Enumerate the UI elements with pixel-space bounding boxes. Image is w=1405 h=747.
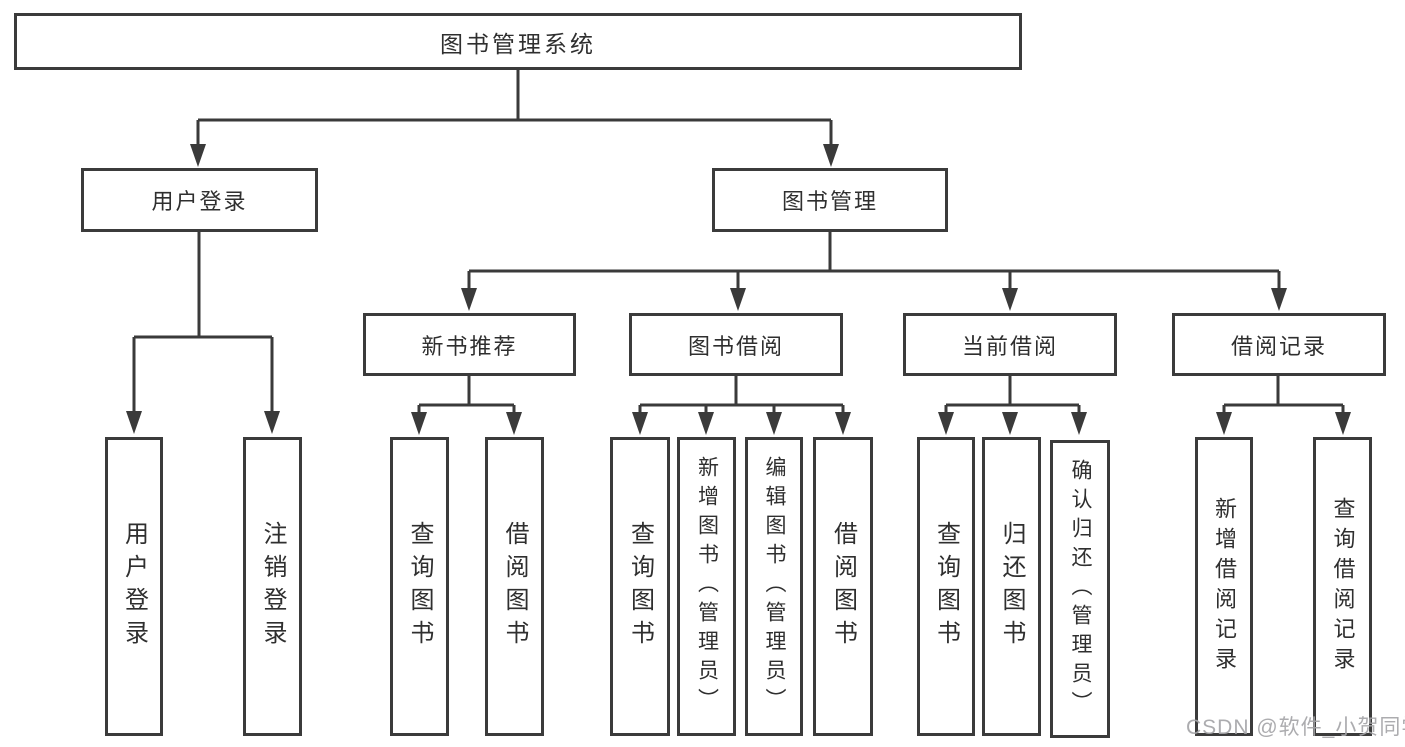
leaf-user-login: 用户登录 xyxy=(105,437,163,736)
leaf-add-borrow-record: 新增借阅记录 xyxy=(1195,437,1253,736)
leaf-borrow-books-recommend: 借阅图书 xyxy=(485,437,544,736)
node-borrowing-records: 借阅记录 xyxy=(1172,313,1386,376)
leaf-borrow-books-borrowing: 借阅图书 xyxy=(813,437,873,736)
leaf-add-books-admin: 新增图书（管理员） xyxy=(677,437,736,736)
watermark-text: CSDN @软件_小贺同学 xyxy=(1186,716,1405,739)
leaf-logout: 注销登录 xyxy=(243,437,302,736)
leaf-query-borrow-record: 查询借阅记录 xyxy=(1313,437,1372,736)
leaf-query-books-recommend: 查询图书 xyxy=(390,437,449,736)
arrowhead-icons xyxy=(126,144,1351,435)
leaf-confirm-return-admin: 确认归还（管理员） xyxy=(1050,440,1110,738)
leaf-query-books-borrowing: 查询图书 xyxy=(610,437,670,736)
leaf-query-books-current: 查询图书 xyxy=(917,437,975,736)
node-book-management: 图书管理 xyxy=(712,168,948,232)
node-current-borrowing: 当前借阅 xyxy=(903,313,1117,376)
leaf-edit-books-admin: 编辑图书（管理员） xyxy=(745,437,803,736)
node-book-borrowing: 图书借阅 xyxy=(629,313,843,376)
leaf-return-books: 归还图书 xyxy=(982,437,1041,736)
node-library-management-system: 图书管理系统 xyxy=(14,13,1022,70)
node-user-login: 用户登录 xyxy=(81,168,318,232)
node-new-book-recommend: 新书推荐 xyxy=(363,313,576,376)
